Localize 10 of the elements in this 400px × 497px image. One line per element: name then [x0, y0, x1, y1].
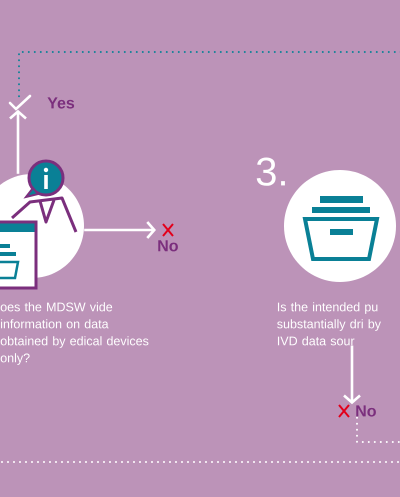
dotted-connector	[356, 416, 400, 443]
arrow	[84, 221, 156, 239]
step-number: 3.	[256, 157, 285, 186]
answer-label: No	[356, 405, 376, 417]
question-text: Is the intended pu substantially dri by IVD data sour	[277, 302, 381, 346]
arrow	[343, 346, 361, 404]
answer-label: No	[158, 240, 178, 252]
answer-label: Yes	[47, 97, 74, 109]
arrow	[9, 110, 27, 174]
question-text: oes the MDSW vide information on data obtained by edical devices only?	[0, 302, 148, 365]
